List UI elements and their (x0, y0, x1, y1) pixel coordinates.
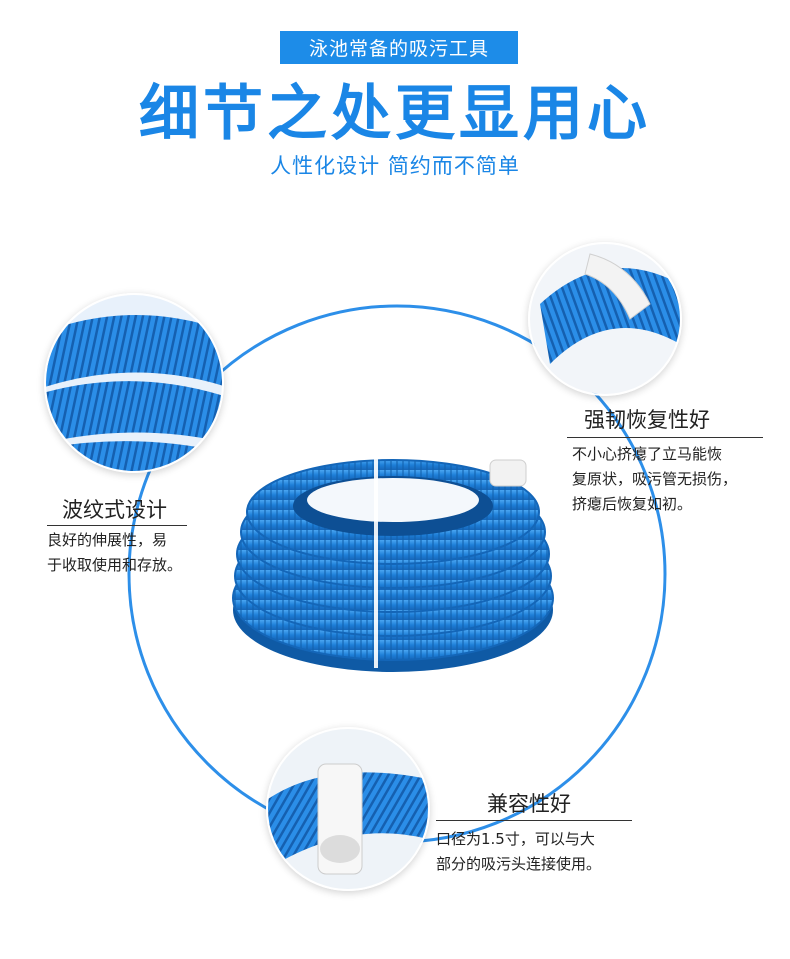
compatibility-closeup-image (266, 727, 430, 891)
corrugated-closeup-image (44, 293, 224, 473)
hose-coil-image (232, 448, 554, 672)
divider-corrugated (47, 525, 187, 526)
divider-compatibility (436, 820, 632, 821)
headline: 细节之处更显用心 (139, 79, 651, 149)
feature-desc-resilience-line2: 复原状，吸污管无损伤， (572, 470, 738, 488)
feature-desc-corrugated-line1: 良好的伸展性，易 (47, 531, 168, 549)
feature-desc-resilience-line3: 挤瘪后恢复如初。 (572, 495, 693, 513)
divider-resilience (567, 437, 763, 438)
resilience-closeup-image (528, 242, 682, 396)
header-badge: 泳池常备的吸污工具 (280, 31, 518, 64)
feature-desc-compatibility-line1: 口径为1.5寸，可以与大 (436, 830, 595, 848)
feature-title-compatibility: 兼容性好 (487, 792, 571, 816)
feature-desc-compatibility-line2: 部分的吸污头连接使用。 (436, 855, 602, 873)
feature-desc-corrugated-line2: 于收取使用和存放。 (47, 556, 183, 574)
feature-desc-resilience-line1: 不小心挤瘪了立马能恢 (572, 445, 723, 463)
feature-title-resilience: 强韧恢复性好 (584, 408, 710, 432)
feature-title-corrugated: 波纹式设计 (62, 498, 167, 522)
subheadline: 人性化设计 简约而不简单 (270, 154, 520, 178)
